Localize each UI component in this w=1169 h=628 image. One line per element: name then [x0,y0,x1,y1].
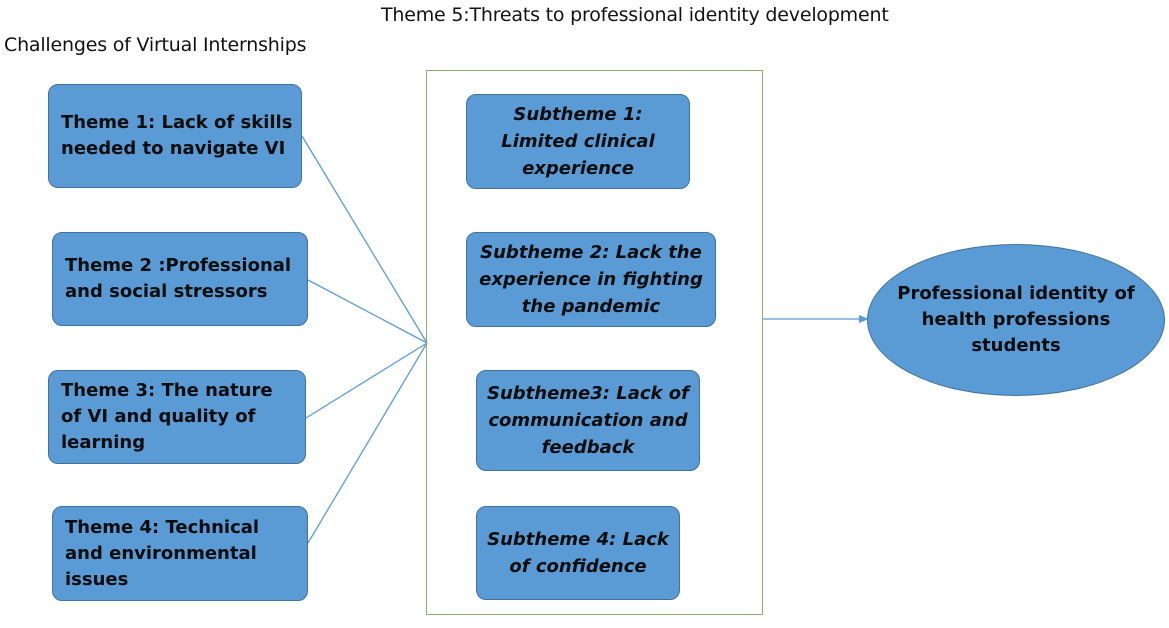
theme-4-label: Theme 4: Technical and environmental iss… [65,516,260,590]
diagram-title: Theme 5:Threats to professional identity… [381,4,889,26]
subtheme-1-box: Subtheme 1: Limited clinical experience [466,94,690,189]
subtheme-3-box: Subtheme3: Lack of communication and fee… [476,370,700,471]
subtheme-4-box: Subtheme 4: Lack of confidence [476,506,680,600]
theme-1-box: Theme 1: Lack of skills needed to naviga… [48,84,302,188]
theme-3-label: Theme 3: The nature of VI and quality of… [61,380,273,453]
subtheme-3-label: Subtheme3: Lack of communication and fee… [487,383,689,458]
challenges-heading: Challenges of Virtual Internships [4,34,307,56]
theme-5-frame [426,70,763,615]
subtheme-4-label: Subtheme 4: Lack of confidence [487,529,669,577]
outcome-ellipse: Professional identity of health professi… [867,244,1165,396]
connector-theme-4 [307,342,428,544]
theme-4-box: Theme 4: Technical and environmental iss… [52,506,308,601]
theme-3-box: Theme 3: The nature of VI and quality of… [48,370,306,464]
subtheme-2-box: Subtheme 2: Lack the experience in fight… [466,232,716,327]
theme-2-box: Theme 2 :Professional and social stresso… [52,232,308,326]
outcome-label: Professional identity of health professi… [897,283,1135,356]
theme-1-label: Theme 1: Lack of skills needed to naviga… [61,112,293,159]
connector-theme-2 [307,279,428,344]
connector-theme-3 [305,342,428,419]
theme-2-label: Theme 2 :Professional and social stresso… [65,255,292,302]
subtheme-1-label: Subtheme 1: Limited clinical experience [501,104,655,179]
subtheme-2-label: Subtheme 2: Lack the experience in fight… [479,242,703,317]
connector-theme-1 [301,135,428,344]
